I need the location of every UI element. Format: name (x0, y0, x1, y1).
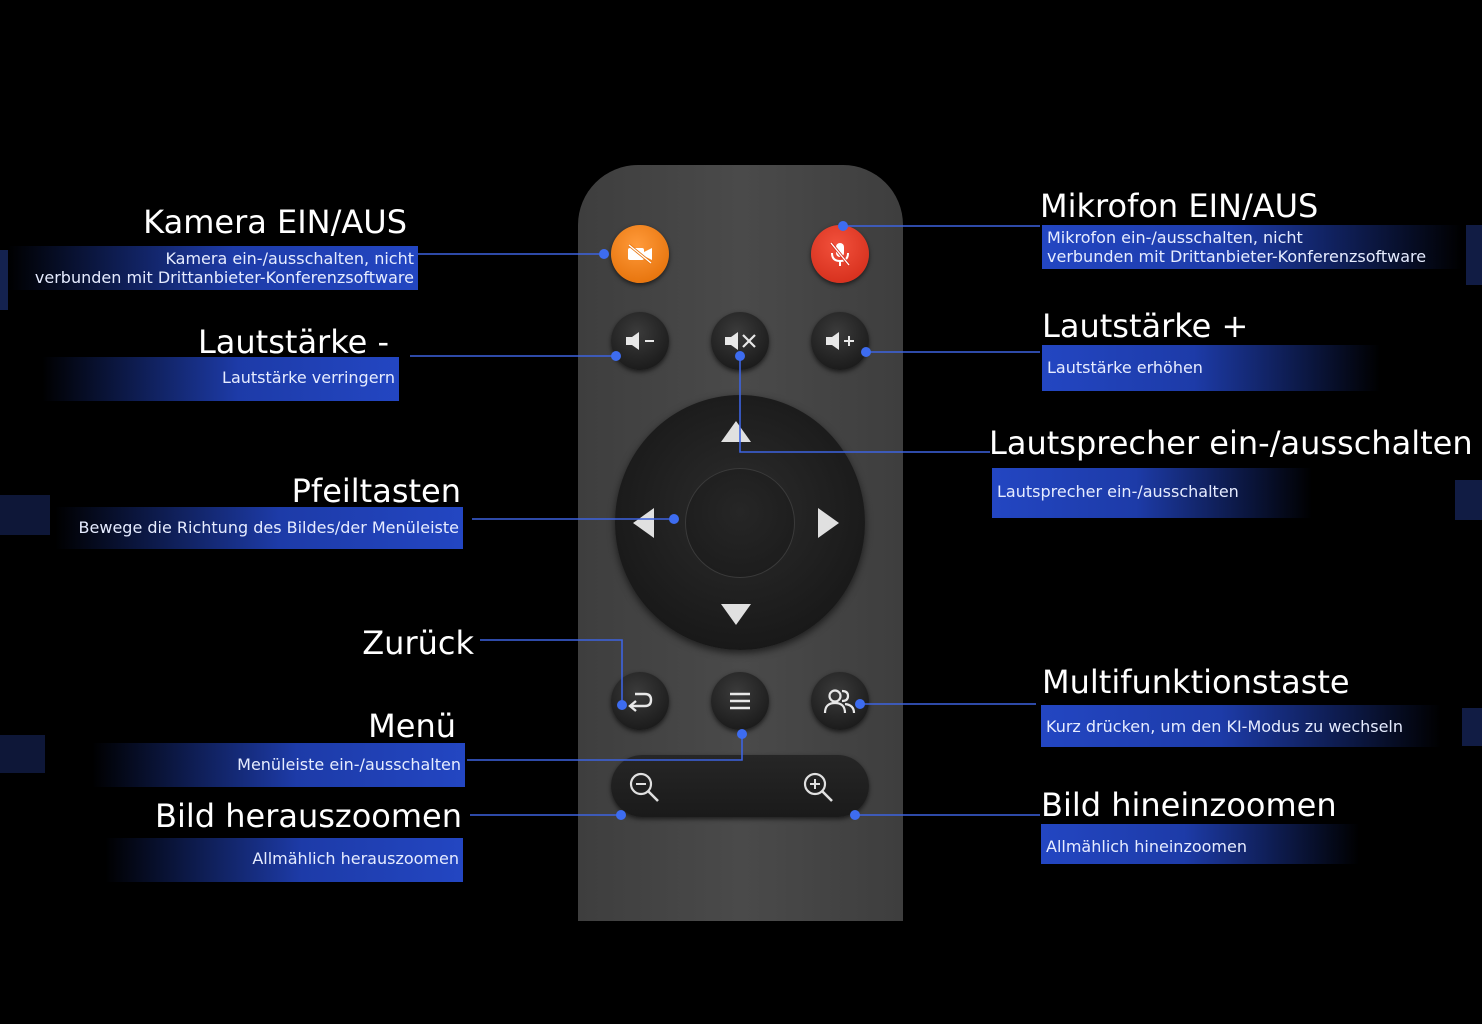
label-kamera-desc-line2: verbunden mit Drittanbieter-Konferenzsof… (34, 268, 414, 287)
dot-multifunktion (855, 699, 865, 709)
dot-kamera (599, 249, 609, 259)
leader-line-lautsprecher (739, 356, 990, 453)
label-lautstaerke-minus-desc: Lautstärke verringern (42, 357, 399, 401)
zoom-bar (611, 755, 869, 817)
label-lautstaerke-minus-desc-line1: Lautstärke verringern (222, 368, 395, 387)
label-zurueck-title: Zurück (362, 624, 474, 662)
dpad-center-button[interactable] (685, 468, 795, 578)
background-fragment (0, 250, 8, 310)
label-hineinzoomen-desc: Allmählich hineinzoomen (1041, 824, 1359, 864)
mic-off-icon (829, 242, 851, 266)
arrow-down-icon[interactable] (718, 600, 754, 628)
label-mikrofon-desc: Mikrofon ein-/ausschalten, nicht verbund… (1042, 225, 1462, 269)
label-herauszoomen-title: Bild herauszoomen (155, 797, 462, 835)
label-lautstaerke-plus-desc-line1: Lautstärke erhöhen (1047, 358, 1203, 377)
dot-menue (737, 729, 747, 739)
zoom-in-button[interactable] (798, 767, 838, 807)
volume-up-button[interactable] (811, 312, 869, 370)
label-herauszoomen-desc-line1: Allmählich herauszoomen (252, 849, 459, 868)
background-fragment (1462, 708, 1482, 746)
dot-mikrofon (838, 221, 848, 231)
label-multifunktion-desc-line1: Kurz drücken, um den KI-Modus zu wechsel… (1046, 717, 1404, 736)
label-lautstaerke-plus-title: Lautstärke + (1042, 307, 1249, 345)
label-lautstaerke-minus-title: Lautstärke - (197, 323, 389, 361)
users-icon (823, 689, 856, 714)
label-pfeiltasten-desc: Bewege die Richtung des Bildes/der Menül… (55, 507, 463, 549)
dot-lautsprecher (735, 351, 745, 361)
dot-zurueck (617, 700, 627, 710)
label-hineinzoomen-title: Bild hineinzoomen (1041, 786, 1337, 824)
label-mikrofon-desc-line2: verbunden mit Drittanbieter-Konferenzsof… (1047, 247, 1427, 266)
dot-pfeiltasten (669, 514, 679, 524)
label-lautsprecher-desc: Lautsprecher ein-/ausschalten (992, 468, 1312, 518)
label-lautsprecher-desc-line1: Lautsprecher ein-/ausschalten (997, 482, 1239, 501)
label-kamera-desc: Kamera ein-/ausschalten, nicht verbunden… (8, 246, 418, 290)
dot-lautstaerke-plus (861, 347, 871, 357)
background-fragment (1466, 225, 1482, 285)
label-kamera-title: Kamera EIN/AUS (143, 203, 407, 241)
label-herauszoomen-desc: Allmählich herauszoomen (105, 838, 463, 882)
leader-line-zurueck (480, 639, 623, 705)
background-fragment (0, 495, 50, 535)
label-menue-title: Menü (368, 707, 456, 745)
volume-down-button[interactable] (611, 312, 669, 370)
label-lautstaerke-plus-desc: Lautstärke erhöhen (1042, 345, 1380, 391)
label-hineinzoomen-desc-line1: Allmählich hineinzoomen (1046, 837, 1247, 856)
volume-down-icon (626, 332, 654, 350)
label-multifunktion-title: Multifunktionstaste (1042, 663, 1350, 701)
mic-button[interactable] (811, 225, 869, 283)
label-pfeiltasten-title: Pfeiltasten (291, 472, 461, 510)
back-icon (628, 692, 653, 712)
leader-line-menue (467, 734, 743, 761)
zoom-out-icon (629, 772, 659, 802)
label-pfeiltasten-desc-line1: Bewege die Richtung des Bildes/der Menül… (78, 518, 459, 537)
menu-icon (730, 692, 750, 710)
label-menue-desc-line1: Menüleiste ein-/ausschalten (237, 755, 461, 774)
dot-lautstaerke-minus (611, 351, 621, 361)
label-mikrofon-title: Mikrofon EIN/AUS (1040, 187, 1319, 225)
zoom-in-icon (803, 772, 833, 802)
dot-herauszoomen (616, 810, 626, 820)
label-menue-desc: Menüleiste ein-/ausschalten (92, 743, 465, 787)
arrow-up-icon[interactable] (718, 418, 754, 446)
label-lautsprecher-title: Lautsprecher ein-/ausschalten (989, 424, 1473, 462)
camera-off-icon (628, 243, 652, 265)
arrow-right-icon[interactable] (814, 505, 842, 541)
label-multifunktion-desc: Kurz drücken, um den KI-Modus zu wechsel… (1041, 705, 1441, 747)
volume-up-icon (826, 332, 854, 350)
background-fragment (0, 735, 45, 773)
label-mikrofon-desc-line1: Mikrofon ein-/ausschalten, nicht (1047, 228, 1303, 247)
menu-button[interactable] (711, 672, 769, 730)
arrow-left-icon[interactable] (630, 505, 658, 541)
dot-hineinzoomen (850, 810, 860, 820)
background-fragment (1455, 480, 1482, 520)
speaker-mute-icon (725, 332, 756, 350)
camera-button[interactable] (611, 225, 669, 283)
label-kamera-desc-line1: Kamera ein-/ausschalten, nicht (165, 249, 414, 268)
zoom-out-button[interactable] (624, 767, 664, 807)
